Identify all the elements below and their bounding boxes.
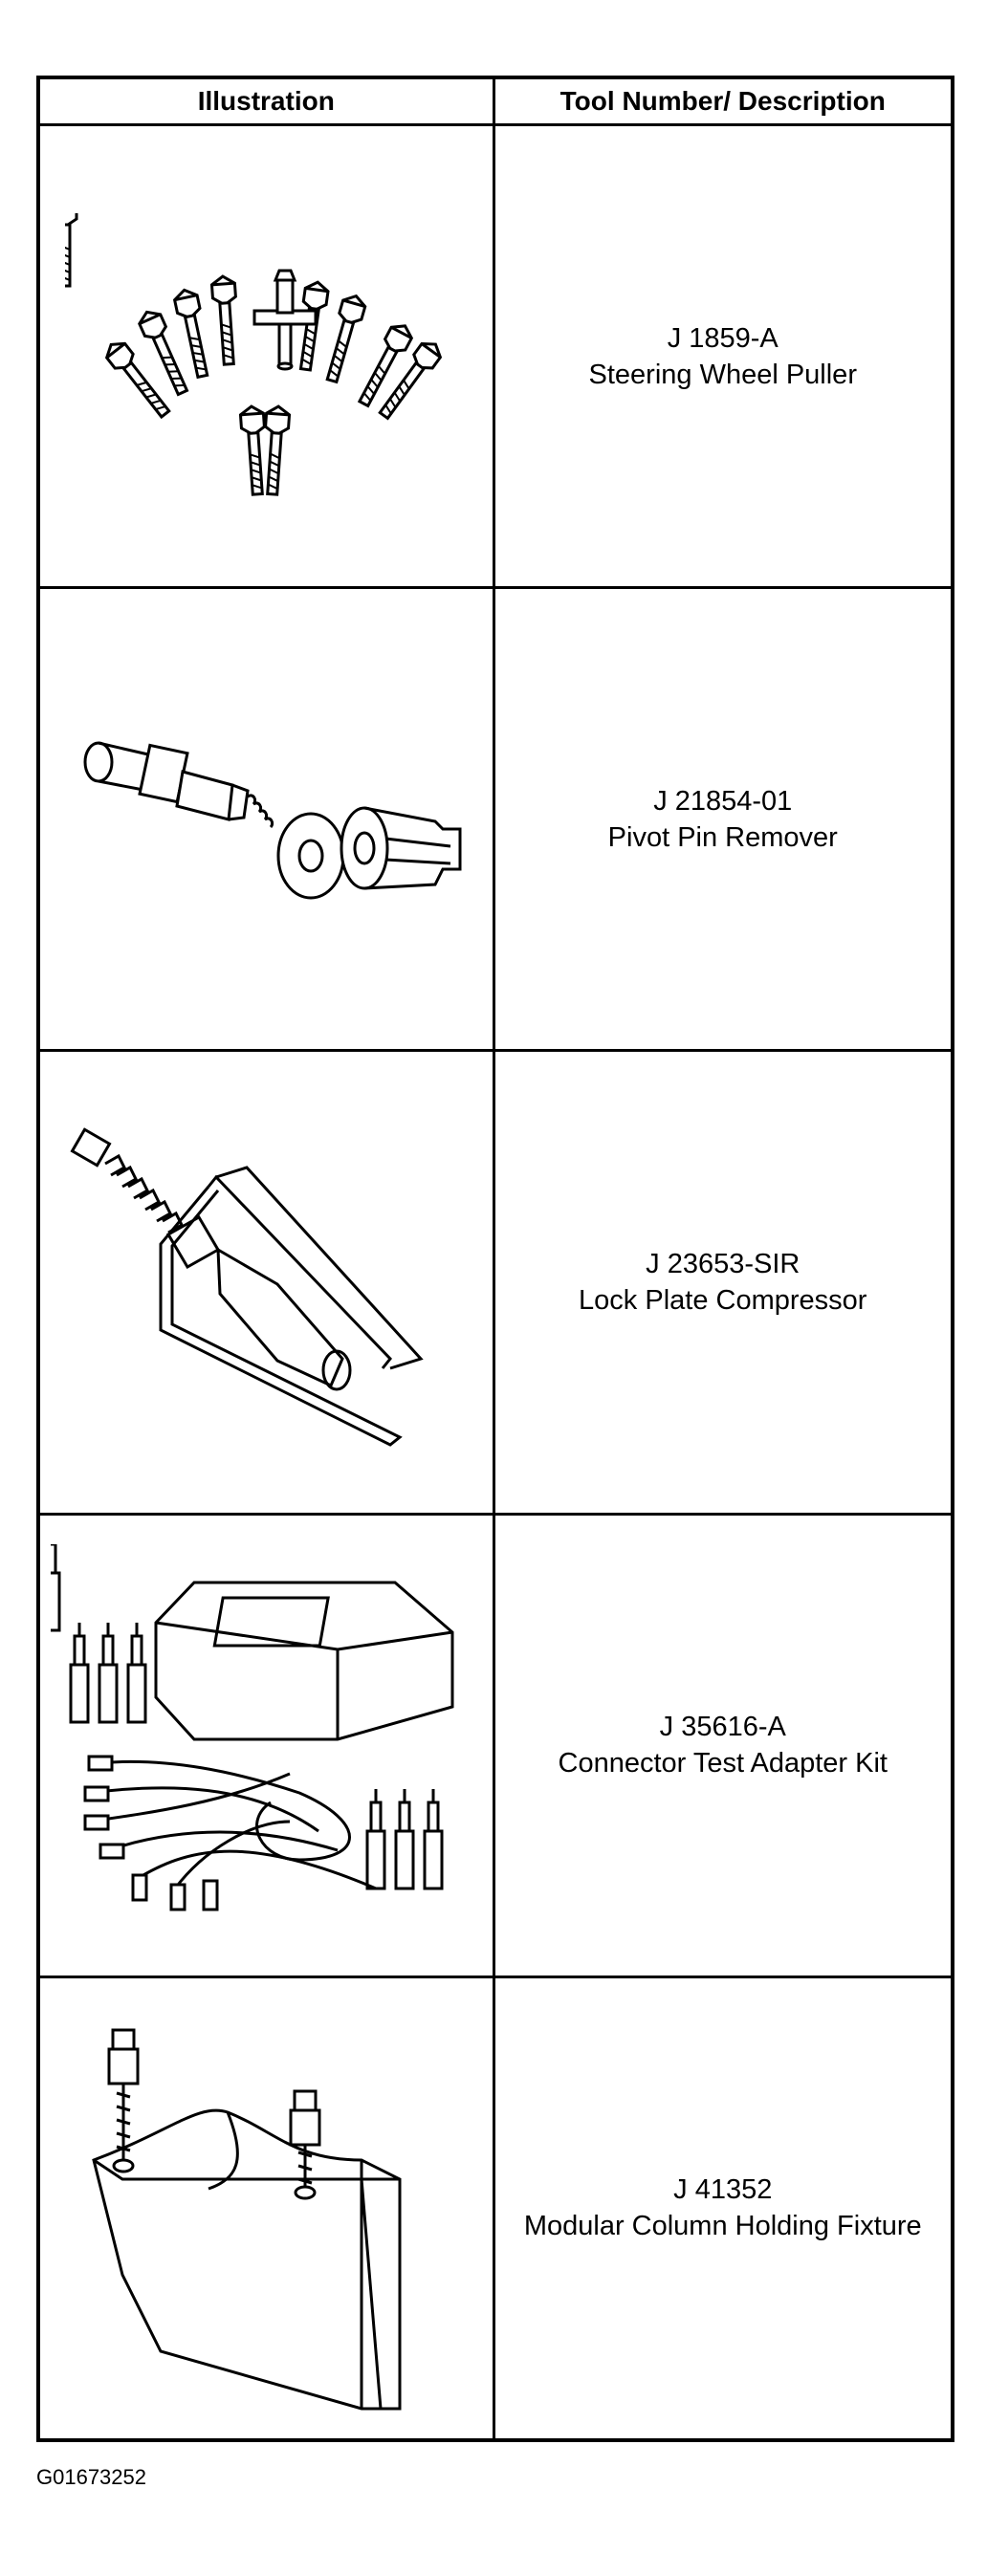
- illustration-cell: [36, 586, 495, 1053]
- tool-number: J 1859-A: [667, 322, 779, 354]
- tool-description-cell: J 1859-A Steering Wheel Puller: [492, 122, 954, 590]
- tool-number: J 35616-A: [659, 1712, 786, 1743]
- tool-description-cell: J 41352 Modular Column Holding Fixture: [492, 1975, 954, 2442]
- table-row: J 23653-SIR Lock Plate Compressor: [36, 1049, 954, 1516]
- tool-description-cell: J 35616-A Connector Test Adapter Kit: [492, 1512, 954, 1978]
- tool-description: Pivot Pin Remover: [607, 821, 838, 853]
- tool-description: Steering Wheel Puller: [588, 359, 857, 390]
- table-row: J 41352 Modular Column Holding Fixture: [36, 1975, 954, 2442]
- tool-description: Modular Column Holding Fixture: [523, 2211, 922, 2242]
- table-header-row: Illustration Tool Number/ Description: [36, 76, 954, 126]
- tool-description: Lock Plate Compressor: [579, 1284, 867, 1316]
- figure-code: G01673252: [36, 2465, 146, 2489]
- illustration-cell: [36, 122, 495, 590]
- header-tool-number-description: Tool Number/ Description: [492, 76, 954, 126]
- tool-description-cell: J 23653-SIR Lock Plate Compressor: [492, 1049, 954, 1516]
- pivot-pin-remover-illustration: [60, 695, 472, 944]
- lock-plate-compressor-illustration: [55, 1081, 476, 1483]
- tool-number: J 41352: [673, 2174, 773, 2206]
- table-row: J 35616-A Connector Test Adapter Kit: [36, 1512, 954, 1978]
- modular-column-holding-fixture-illustration: [55, 1988, 476, 2428]
- table-row: J 1859-A Steering Wheel Puller: [36, 122, 954, 590]
- table-row: J 21854-01 Pivot Pin Remover: [36, 586, 954, 1053]
- illustration-cell: [36, 1512, 495, 1978]
- tool-description-cell: J 21854-01 Pivot Pin Remover: [492, 586, 954, 1053]
- illustration-cell: [36, 1975, 495, 2442]
- tool-description: Connector Test Adapter Kit: [558, 1748, 888, 1779]
- special-tools-table: Illustration Tool Number/ Description: [36, 76, 954, 2442]
- tool-number: J 21854-01: [653, 785, 793, 817]
- illustration-cell: [36, 1049, 495, 1516]
- connector-test-adapter-kit-illustration: [51, 1544, 481, 1946]
- tool-number: J 23653-SIR: [646, 1248, 801, 1279]
- steering-wheel-puller-illustration: [65, 212, 447, 496]
- header-illustration: Illustration: [36, 76, 495, 126]
